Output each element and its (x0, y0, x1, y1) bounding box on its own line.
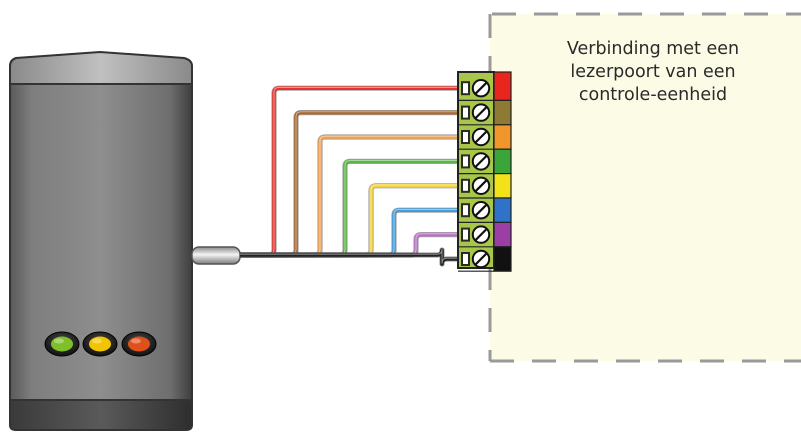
terminal-1 (458, 79, 494, 102)
terminal-7 (458, 225, 494, 248)
red-led (121, 331, 157, 357)
color-strip-segment (493, 221, 512, 248)
color-strip (493, 71, 512, 272)
terminal-2 (458, 103, 494, 126)
reader-bottom (9, 399, 193, 431)
controller-panel (488, 12, 801, 363)
cable (191, 246, 241, 265)
color-strip-segment (493, 173, 512, 199)
reader-top (9, 50, 193, 87)
terminal-5 (458, 176, 494, 199)
color-strip-segment (493, 124, 512, 150)
led-group (44, 331, 157, 357)
color-strip-segment (493, 246, 512, 272)
panel-label-line-2: lezerpoort van een (570, 62, 736, 82)
black-wire (240, 247, 462, 267)
cable-sheath (191, 246, 241, 265)
wires (240, 85, 462, 267)
terminal-6 (458, 201, 494, 223)
panel-label: Verbinding met een lezerpoort van een co… (528, 38, 778, 107)
card-reader (9, 50, 193, 431)
color-strip-segment (493, 197, 512, 223)
terminal-4 (458, 152, 494, 175)
panel-label-line-1: Verbinding met een (566, 39, 740, 59)
panel-label-line-3: controle-eenheid (578, 85, 728, 105)
terminal-8 (458, 249, 494, 272)
green-led (44, 331, 80, 357)
terminal-3 (458, 127, 494, 150)
color-strip-segment (493, 148, 512, 175)
terminal-block (457, 71, 495, 272)
color-strip-segment (493, 99, 512, 126)
yellow-led (82, 331, 118, 357)
color-strip-segment (493, 71, 512, 101)
